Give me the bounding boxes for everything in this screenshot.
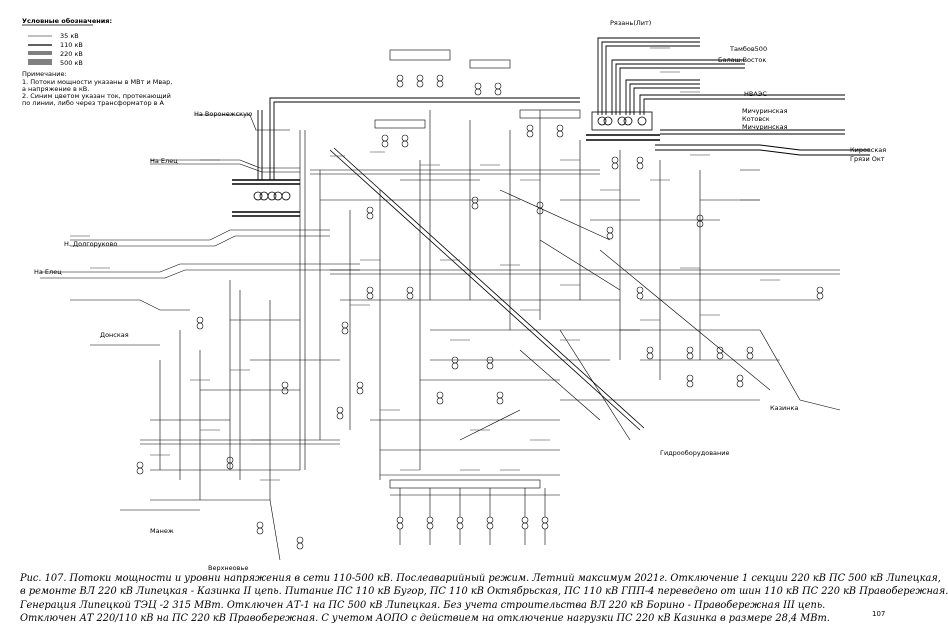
dir-donskaya: Донская: [100, 331, 129, 339]
dir-ryazan: Рязань(Лит): [610, 19, 651, 27]
dir-michurinsk: Мичуринская: [742, 107, 788, 115]
network-schematic: Условные обозначения: 35 кВ 110 кВ 220 к…: [22, 17, 886, 572]
dir-elets-1: На Елец: [150, 157, 178, 165]
legend-note-title: Примечание:: [22, 70, 67, 78]
substations: [136, 49, 824, 550]
page-number: 107: [872, 610, 886, 618]
direction-labels: Рязань(Лит) Тамбов500 Балаш.Восток НВАЭС…: [34, 19, 886, 572]
lipetsk-500-substation: [586, 111, 660, 141]
dir-tambov: Тамбов500: [729, 45, 767, 53]
dir-manezh: Манеж: [150, 527, 174, 535]
caption-line-4: Отключен АТ 220/110 кВ на ПС 220 кВ Прав…: [20, 613, 830, 625]
dir-nvaes: НВАЭС: [744, 90, 767, 98]
legend-label-35: 35 кВ: [60, 32, 79, 40]
dir-kotovsk: Котовск: [742, 115, 770, 123]
dir-balash: Балаш.Восток: [718, 56, 766, 64]
legend-note-3: 2. Синим цветом указан ток, протекающий: [22, 92, 171, 100]
dir-gryazi: Грязи Окт: [850, 155, 885, 163]
dir-kirovskaya: Кировская: [850, 146, 886, 154]
legend-label-220: 220 кВ: [60, 50, 83, 58]
legend-label-500: 500 кВ: [60, 59, 83, 67]
dir-dolgorukovo: Н. Долгоруково: [64, 240, 117, 248]
flow-annotation-marks: [70, 47, 780, 481]
dir-michurinsk-2: Мичуринская: [742, 123, 788, 131]
legend-note-1: 1. Потоки мощности указаны в МВт и Мвар,: [22, 78, 172, 86]
dir-kazinka: Казинка: [770, 404, 798, 412]
legend-note-2: а напряжение в кВ.: [22, 85, 89, 93]
voronezh-node: [232, 179, 300, 217]
network-mesh: [40, 110, 841, 561]
dir-verkhovo: Верхнеовье: [208, 564, 248, 572]
dir-voronezh: На Воронежскую: [194, 110, 253, 118]
legend-label-110: 110 кВ: [60, 41, 83, 49]
caption-line-2: в ремонте ВЛ 220 кВ Липецкая - Казинка I…: [20, 586, 948, 598]
legend-title: Условные обозначения:: [22, 17, 112, 25]
dir-gidro: Гидрооборудование: [660, 449, 729, 457]
legend-note-4: по линии, либо через трансформатор в А: [22, 99, 165, 107]
dir-elets-2: На Елец: [34, 268, 62, 276]
schematic-page: Условные обозначения: 35 кВ 110 кВ 220 к…: [20, 17, 948, 626]
caption-line-3: Генерация Липецкой ТЭЦ -2 315 МВт. Отклю…: [20, 599, 826, 611]
trunk-lines-500kv: [257, 37, 870, 180]
figure-caption: Рис. 107. Потоки мощности и уровни напря…: [20, 572, 948, 626]
legend: Условные обозначения: 35 кВ 110 кВ 220 к…: [22, 17, 172, 107]
caption-line-1: Рис. 107. Потоки мощности и уровни напря…: [20, 573, 941, 584]
